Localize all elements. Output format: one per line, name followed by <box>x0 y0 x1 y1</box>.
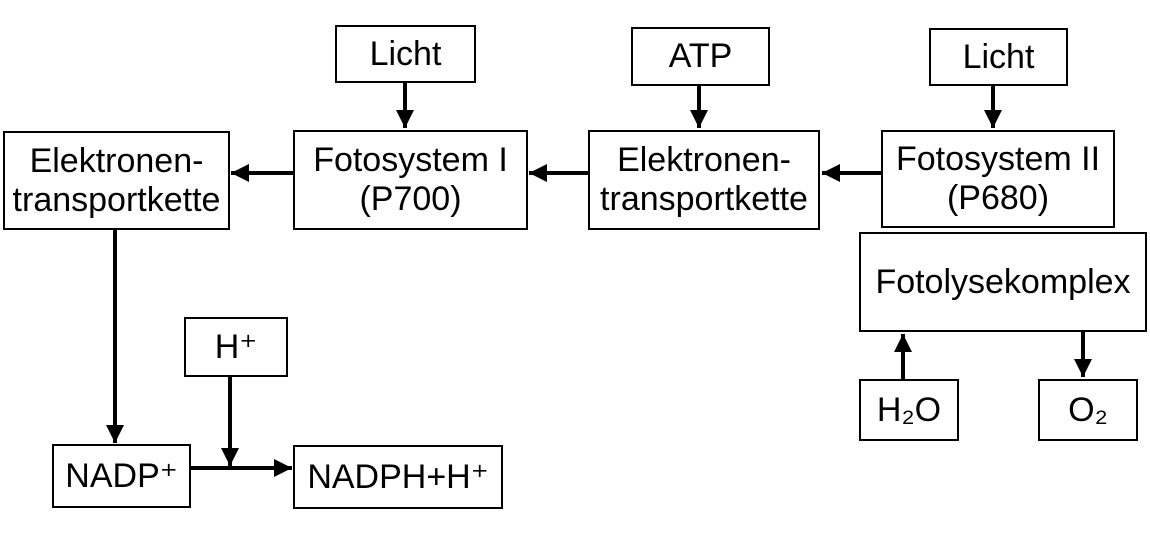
box-nadp-label: NADP⁺ <box>65 456 178 495</box>
box-o2: O₂ <box>1038 379 1138 441</box>
box-nadph-label: NADPH+H⁺ <box>307 457 489 496</box>
box-fotosystem-1: Fotosystem I (P700) <box>293 130 528 230</box>
box-atp-label: ATP <box>668 37 733 75</box>
box-fotolysekomplex-label: Fotolysekomplex <box>875 262 1131 301</box>
box-elektronentransportkette-left: Elektronen- transportkette <box>3 131 230 230</box>
box-fotosystem-2-line2: (P680) <box>946 179 1050 217</box>
box-h2o: H₂O <box>859 379 959 441</box>
box-licht-1-label: Licht <box>369 34 442 73</box>
box-h2o-label: H₂O <box>876 390 942 429</box>
box-nadph: NADPH+H⁺ <box>293 445 503 509</box>
box-elektronentransportkette-mid-line1: Elektronen- <box>617 141 791 179</box>
box-h-plus-label: H⁺ <box>214 327 258 366</box>
box-licht-2-label: Licht <box>962 37 1035 76</box>
box-elektronentransportkette-mid-line2: transportkette <box>600 180 808 218</box>
box-licht-1: Licht <box>335 25 476 83</box>
box-elektronentransportkette-mid: Elektronen- transportkette <box>588 130 820 230</box>
box-licht-2: Licht <box>929 28 1068 86</box>
box-nadp: NADP⁺ <box>52 444 191 508</box>
box-atp: ATP <box>631 27 770 86</box>
box-h-plus: H⁺ <box>184 317 288 377</box>
box-fotosystem-2: Fotosystem II (P680) <box>881 130 1115 228</box>
box-fotosystem-1-line1: Fotosystem I <box>313 141 508 179</box>
box-elektronentransportkette-left-line1: Elektronen- <box>29 141 204 180</box>
box-fotolysekomplex: Fotolysekomplex <box>859 232 1147 332</box>
box-fotosystem-1-line2: (P700) <box>359 180 462 218</box>
box-elektronentransportkette-left-line2: transportkette <box>12 180 221 219</box>
box-fotosystem-2-line1: Fotosystem II <box>895 140 1101 178</box>
box-o2-label: O₂ <box>1068 390 1108 429</box>
